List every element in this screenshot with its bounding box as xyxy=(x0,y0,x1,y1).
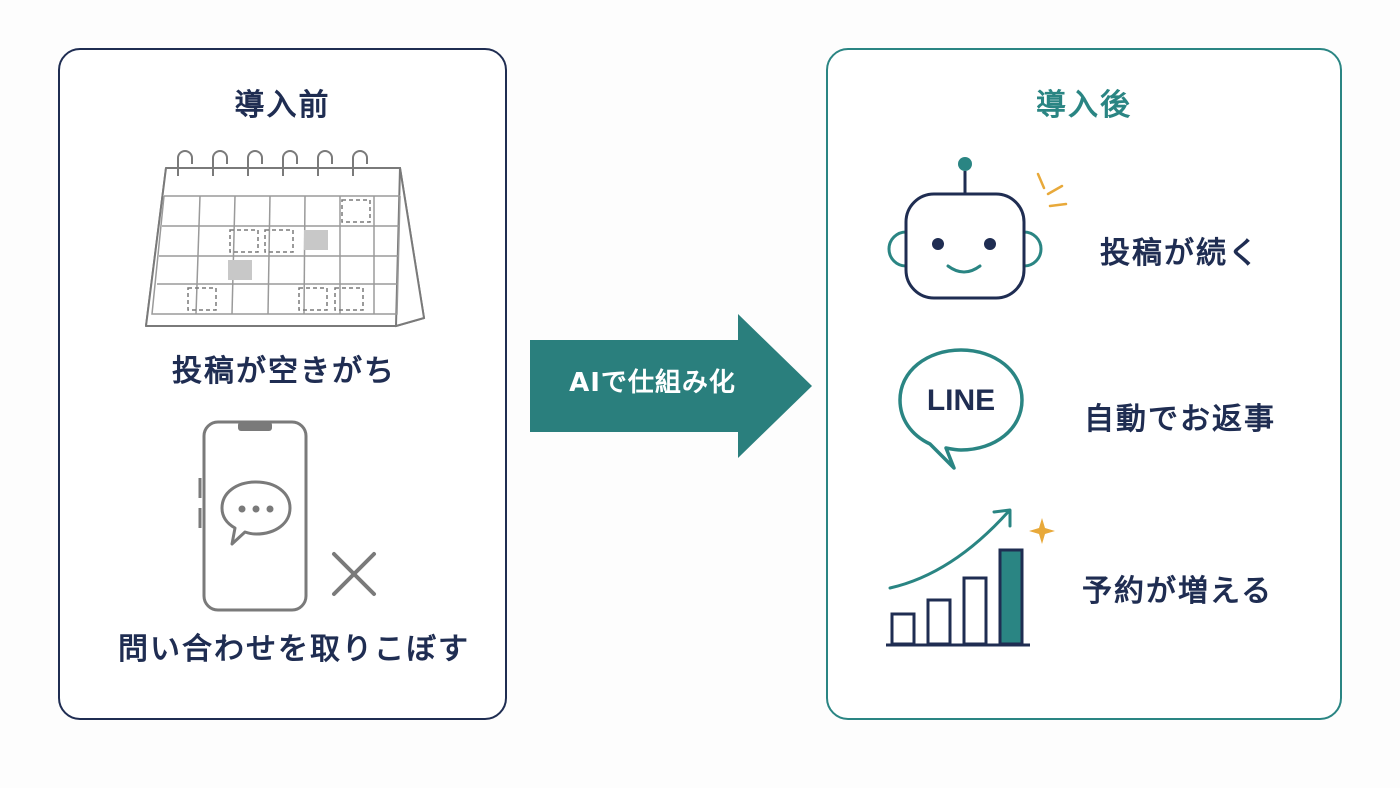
after-title: 導入後 xyxy=(1036,88,1132,123)
after-item-3-label: 予約が増える xyxy=(1082,574,1274,609)
growth-chart-icon xyxy=(886,508,1055,647)
phone-caption: 問い合わせを取りこぼす xyxy=(118,632,470,667)
after-item-2-label: 自動でお返事 xyxy=(1084,402,1276,437)
after-panel: 導入後 投稿が続く LINE 自動でお返事 予約が増える xyxy=(826,48,1342,720)
transition-arrow-icon xyxy=(530,314,812,458)
chat-bubble-icon xyxy=(220,480,292,546)
line-bubble-text: LINE xyxy=(927,384,995,417)
robot-icon xyxy=(887,157,1068,300)
cross-icon xyxy=(332,552,376,596)
line-bubble-icon: LINE xyxy=(898,348,1024,470)
before-panel: 導入前 xyxy=(58,48,507,720)
after-item-1-label: 投稿が続く xyxy=(1100,236,1260,271)
before-title: 導入前 xyxy=(234,88,331,123)
arrow-label: AIで仕組み化 xyxy=(569,368,736,398)
calendar-icon xyxy=(145,150,426,328)
calendar-caption: 投稿が空きがち xyxy=(172,354,396,389)
